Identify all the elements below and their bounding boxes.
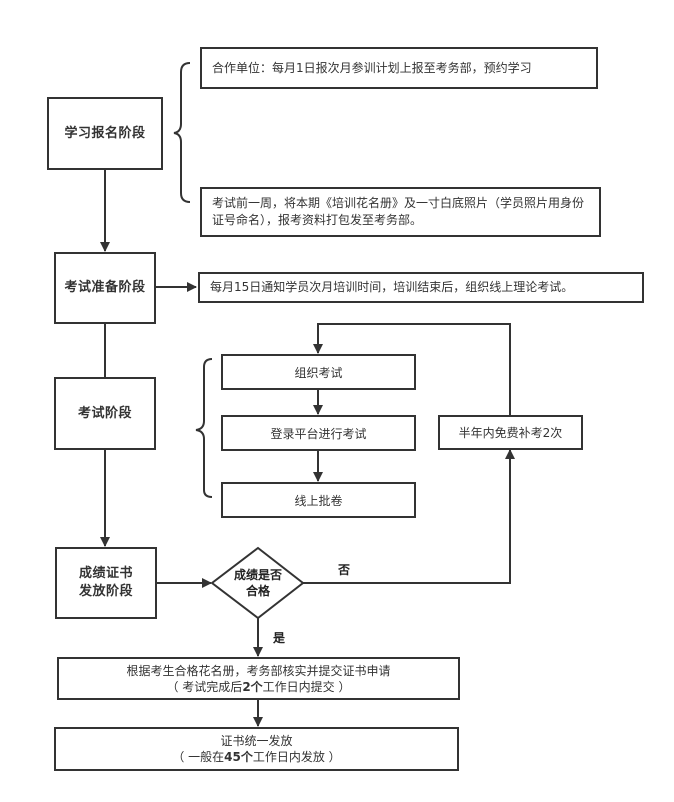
stage-registration-label: 学习报名阶段 [64, 125, 146, 141]
preparation-note-text: 每月15日通知学员次月培训时间，培训结束后，组织线上理论考试。 [210, 280, 574, 294]
brace-exam [195, 358, 213, 498]
exam-step-organize-label: 组织考试 [294, 365, 343, 380]
certificate-issue-suffix: 工作日内发放 ） [252, 750, 341, 764]
retake-label: 半年内免费补考2次 [458, 426, 563, 440]
stage-certificate-label-line2: 发放阶段 [78, 584, 133, 599]
stage-certificate: 成绩证书 发放阶段 [55, 547, 157, 619]
certificate-application-suffix: 工作日内提交 ） [262, 679, 351, 694]
exam-step-login-label: 登录平台进行考试 [270, 426, 367, 441]
certificate-issue-box: 证书统一发放 （ 一般在45个工作日内发放 ） [54, 727, 459, 771]
stage-exam: 考试阶段 [54, 377, 156, 450]
arrow-retake-to-step1 [313, 323, 511, 415]
certificate-application-line2: （ 考试完成后2个工作日内提交 ） [166, 679, 350, 695]
registration-note-1: 合作单位：每月1日报次月参训计划上报至考务部，预约学习 [200, 47, 598, 89]
certificate-application-days: 2个 [242, 679, 263, 694]
decision-diamond [210, 546, 305, 620]
certificate-issue-line2: （ 一般在45个工作日内发放 ） [172, 749, 340, 765]
certificate-issue-days: 45个 [224, 750, 253, 764]
decision-question-line1: 成绩是否 [233, 568, 282, 582]
exam-step-organize: 组织考试 [221, 354, 416, 390]
exam-step-login: 登录平台进行考试 [221, 415, 416, 451]
registration-note-2-text: 考试前一周，将本期《培训花名册》及一寸白底照片（学员照片用身份证号命名），报考资… [212, 196, 585, 227]
decision-question: 成绩是否 合格 [212, 548, 304, 618]
decision-question-line2: 合格 [245, 584, 270, 598]
preparation-note: 每月15日通知学员次月培训时间，培训结束后，组织线上理论考试。 [198, 272, 644, 303]
certificate-issue-line1: 证书统一发放 [220, 734, 293, 748]
stage-preparation-label: 考试准备阶段 [64, 280, 146, 295]
certificate-application-line1: 根据考生合格花名册，考务部核实并提交证书申请 [126, 663, 391, 678]
decision-yes-label: 是 [273, 631, 286, 645]
stage-exam-label: 考试阶段 [77, 405, 132, 421]
stage-certificate-label-line1: 成绩证书 [78, 566, 133, 581]
stage-preparation: 考试准备阶段 [54, 252, 156, 324]
certificate-issue-prefix: （ 一般在 [172, 750, 225, 764]
registration-note-2: 考试前一周，将本期《培训花名册》及一寸白底照片（学员照片用身份证号命名），报考资… [200, 187, 601, 237]
brace-registration [173, 62, 191, 203]
exam-step-grading: 线上批卷 [221, 482, 416, 518]
arrow-no-to-retake [303, 449, 515, 584]
registration-note-1-text: 合作单位：每月1日报次月参训计划上报至考务部，预约学习 [212, 60, 532, 75]
stage-registration: 学习报名阶段 [47, 97, 163, 170]
decision-no-label: 否 [338, 563, 351, 577]
retake-box: 半年内免费补考2次 [438, 415, 583, 450]
certificate-application-prefix: （ 考试完成后 [166, 679, 243, 694]
exam-step-grading-label: 线上批卷 [294, 493, 343, 508]
certificate-application-box: 根据考生合格花名册，考务部核实并提交证书申请 （ 考试完成后2个工作日内提交 ） [57, 657, 460, 700]
